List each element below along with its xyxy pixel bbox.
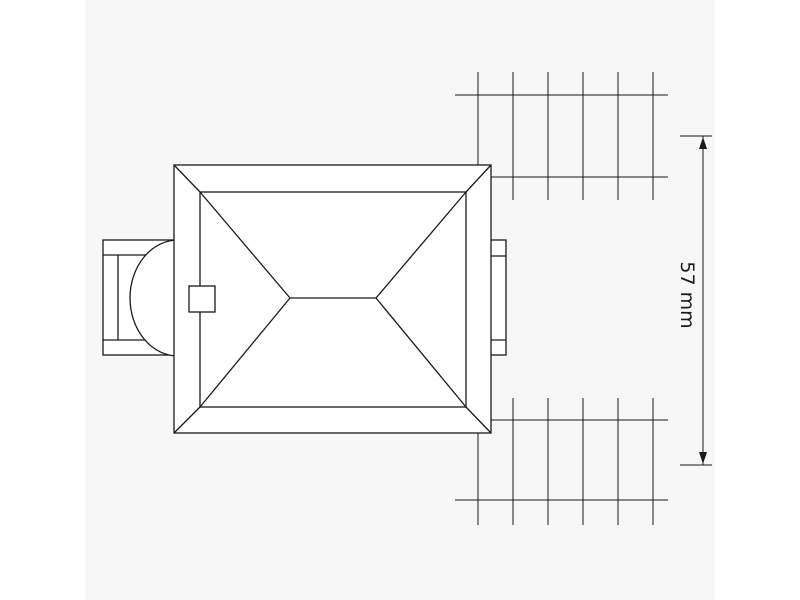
main-hip-roof bbox=[173, 164, 492, 434]
chimney bbox=[188, 285, 216, 313]
dimension-arrow-bottom bbox=[699, 452, 707, 464]
left-porch bbox=[102, 239, 179, 357]
dimension-line: 57 mm bbox=[676, 135, 712, 466]
dimension-arrow-top bbox=[699, 137, 707, 149]
dimension-label: 57 mm bbox=[676, 261, 698, 328]
